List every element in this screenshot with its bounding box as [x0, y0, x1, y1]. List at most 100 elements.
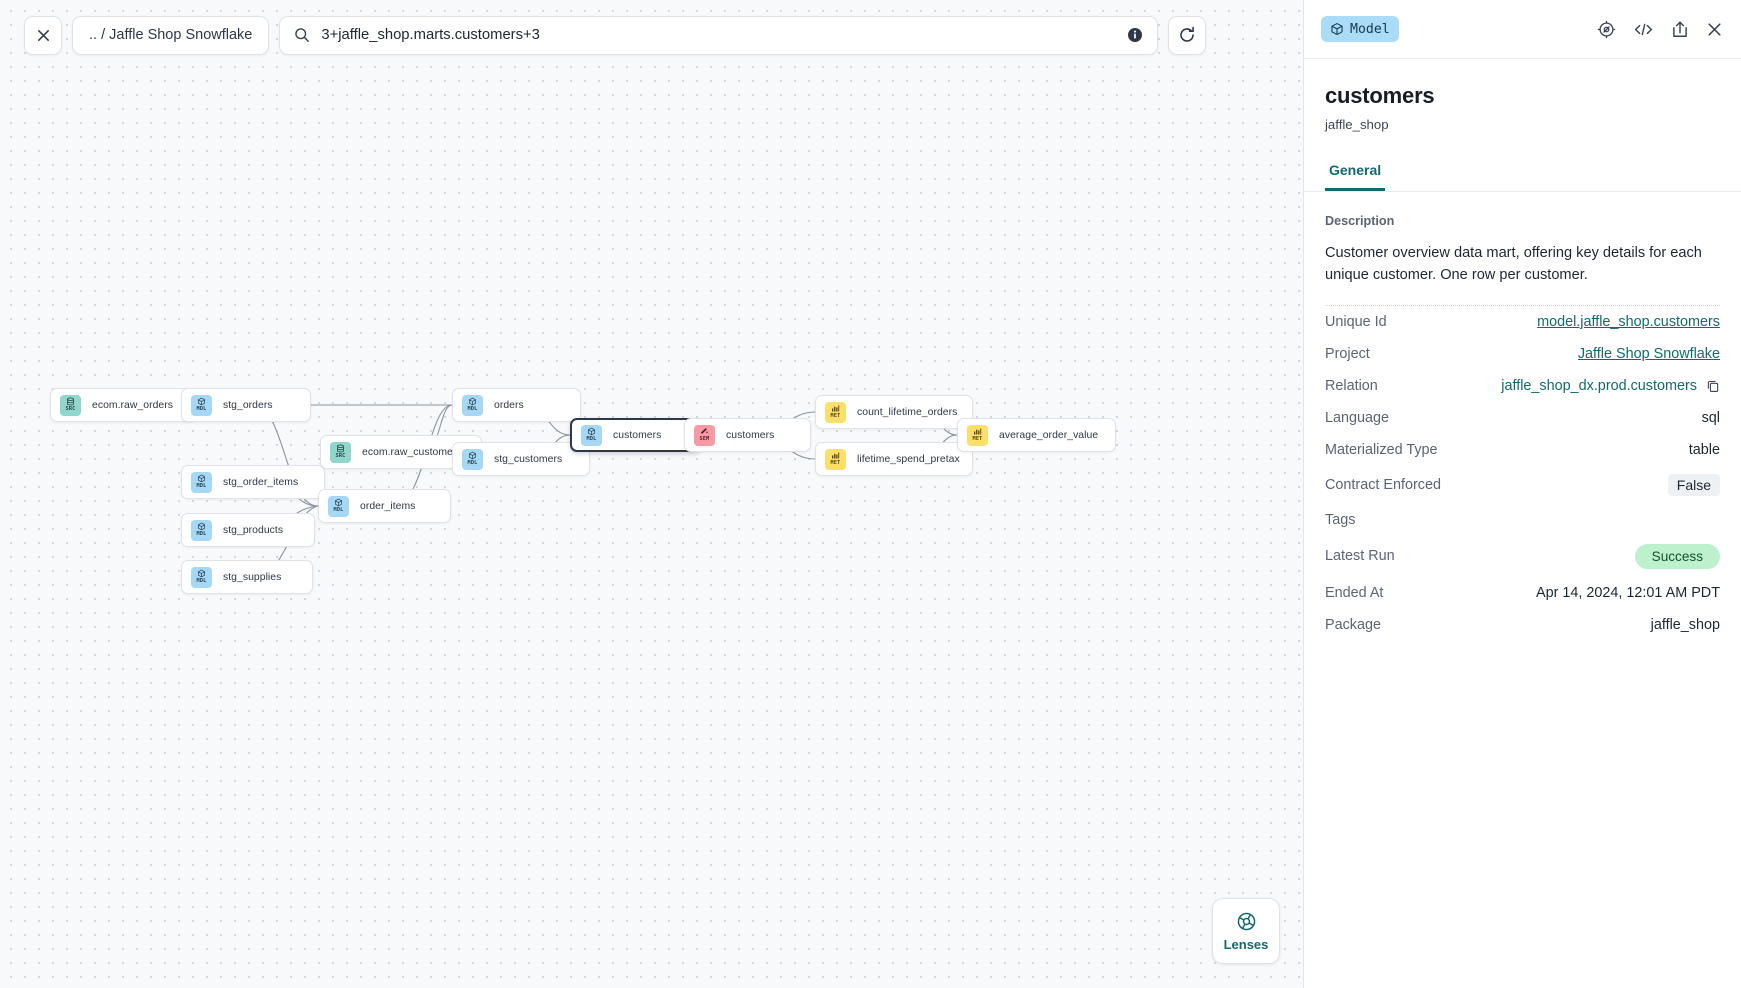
info-icon[interactable]: [1127, 27, 1143, 43]
contract-enforced-badge: False: [1667, 473, 1720, 496]
property-row: Language sql: [1325, 402, 1720, 434]
graph-node-label: order_items: [360, 500, 416, 512]
mdl-badge-icon: MDL: [462, 394, 483, 416]
search-icon: [294, 27, 310, 43]
graph-node-label: ecom.raw_customers: [362, 446, 462, 458]
copy-icon[interactable]: [1706, 379, 1720, 393]
aperture-icon: [1236, 911, 1257, 932]
graph-node-label: ecom.raw_orders: [92, 399, 174, 411]
mdl-badge-icon: MDL: [581, 424, 602, 446]
resource-type-chip[interactable]: Model: [1321, 16, 1399, 42]
mdl-badge-icon: MDL: [191, 471, 212, 493]
property-key: Latest Run: [1325, 548, 1395, 565]
property-key: Unique Id: [1325, 313, 1387, 330]
property-key: Materialized Type: [1325, 441, 1438, 458]
mdl-badge-icon: MDL: [191, 394, 212, 416]
property-value: jaffle_shop: [1650, 616, 1720, 633]
status-badge[interactable]: Success: [1634, 543, 1720, 569]
cube-icon: [1330, 22, 1344, 36]
graph-node-label: count_lifetime_orders: [857, 406, 958, 418]
graph-node-label: stg_orders: [223, 399, 273, 411]
lenses-label: Lenses: [1223, 936, 1269, 952]
met-badge-icon: MET: [825, 448, 846, 470]
search-input[interactable]: [321, 27, 1117, 43]
close-icon[interactable]: [1706, 21, 1723, 38]
property-key: Contract Enforced: [1325, 476, 1441, 493]
panel-tabs: General: [1304, 156, 1741, 192]
relation-text: jaffle_shop_dx.prod.customers: [1501, 377, 1697, 394]
refresh-icon[interactable]: [1168, 15, 1207, 55]
close-icon[interactable]: [24, 15, 62, 55]
property-row: Tags: [1325, 504, 1720, 536]
graph-node-label: orders: [494, 399, 524, 411]
graph-node-stg_supplies[interactable]: MDL stg_supplies: [181, 560, 313, 594]
property-value: False: [1667, 473, 1720, 496]
graph-node-stg_products[interactable]: MDL stg_products: [181, 513, 315, 547]
mdl-badge-icon: MDL: [191, 566, 212, 588]
property-value[interactable]: Jaffle Shop Snowflake: [1577, 345, 1720, 362]
met-badge-icon: MET: [825, 401, 846, 423]
page-subtitle: jaffle_shop: [1325, 117, 1389, 132]
graph-node-count_lifetime_orders[interactable]: MET count_lifetime_orders: [815, 395, 973, 429]
share-icon[interactable]: [1671, 20, 1689, 39]
graph-node-label: customers: [726, 429, 775, 441]
graph-node-average_order_value[interactable]: MET average_order_value: [957, 418, 1116, 452]
graph-node-label: customers: [613, 429, 662, 441]
property-row: Latest Run Success: [1325, 536, 1720, 577]
met-badge-icon: MET: [967, 424, 988, 446]
graph-node-label: average_order_value: [999, 429, 1099, 441]
graph-node-label: stg_supplies: [223, 571, 282, 583]
search-bar[interactable]: [279, 15, 1159, 55]
src-badge-icon: SRC: [330, 441, 351, 463]
graph-node-order_items[interactable]: MDL order_items: [318, 489, 451, 523]
property-row: Contract Enforced False: [1325, 466, 1720, 504]
sem-badge-icon: SEM: [694, 424, 715, 446]
graph-toolbar: .. / Jaffle Shop Snowflake: [0, 0, 1303, 70]
description-label: Description: [1325, 214, 1395, 228]
src-badge-icon: SRC: [60, 394, 81, 416]
breadcrumb[interactable]: .. / Jaffle Shop Snowflake: [72, 15, 270, 55]
graph-node-customers_model[interactable]: MDL customers: [570, 418, 701, 452]
property-key: Ended At: [1325, 584, 1384, 601]
lenses-button[interactable]: Lenses: [1212, 898, 1280, 964]
property-row: Project Jaffle Shop Snowflake: [1325, 338, 1720, 370]
property-value: sql: [1701, 409, 1720, 426]
mdl-badge-icon: MDL: [328, 495, 349, 517]
property-value[interactable]: jaffle_shop_dx.prod.customers: [1501, 378, 1720, 394]
graph-node-label: stg_products: [223, 524, 284, 536]
property-value[interactable]: model.jaffle_shop.customers: [1537, 313, 1720, 330]
graph-node-customers_semantic[interactable]: SEM customers: [684, 418, 811, 452]
panel-title-block: customers jaffle_shop: [1304, 59, 1741, 132]
mdl-badge-icon: MDL: [191, 519, 212, 541]
graph-node-label: lifetime_spend_pretax: [857, 453, 960, 465]
panel-header: Model: [1304, 0, 1741, 59]
graph-node-stg_orders[interactable]: MDL stg_orders: [181, 388, 311, 422]
panel-header-actions: [1597, 20, 1723, 39]
property-value: Success: [1634, 543, 1720, 569]
graph-node-lifetime_spend_pretax[interactable]: MET lifetime_spend_pretax: [815, 442, 973, 476]
property-key: Relation: [1325, 377, 1378, 394]
property-key: Project: [1325, 345, 1370, 362]
panel-body: Description Customer overview data mart,…: [1304, 192, 1741, 641]
property-key: Tags: [1325, 511, 1356, 528]
property-key: Language: [1325, 409, 1390, 426]
property-value: table: [1688, 441, 1720, 458]
property-value: Apr 14, 2024, 12:01 AM PDT: [1536, 584, 1720, 601]
code-icon[interactable]: [1633, 20, 1654, 39]
graph-node-orders[interactable]: MDL orders: [452, 388, 581, 422]
page-title: customers: [1325, 83, 1435, 108]
explore-icon[interactable]: [1597, 20, 1616, 39]
property-key: Package: [1325, 616, 1382, 633]
graph-node-ecom_raw_orders[interactable]: SRC ecom.raw_orders: [50, 388, 198, 422]
resource-type-label: Model: [1350, 21, 1390, 37]
property-row: Materialized Type table: [1325, 434, 1720, 466]
property-row: Ended At Apr 14, 2024, 12:01 AM PDT: [1325, 577, 1720, 609]
property-row: Unique Id model.jaffle_shop.customers: [1325, 306, 1720, 338]
description-text: Customer overview data mart, offering ke…: [1325, 242, 1720, 306]
mdl-badge-icon: MDL: [462, 448, 483, 470]
tab-general[interactable]: General: [1325, 156, 1386, 191]
